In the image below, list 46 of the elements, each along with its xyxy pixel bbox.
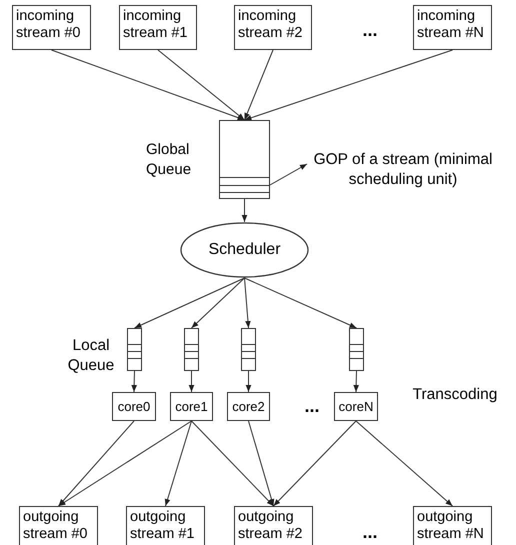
arrow xyxy=(246,370,252,392)
arrow xyxy=(248,420,274,506)
arrow xyxy=(164,420,192,506)
stream-box: incoming stream #1 xyxy=(119,5,197,50)
queue-drawing xyxy=(184,328,199,371)
arrow xyxy=(356,420,453,506)
stream-box: outgoing stream #N xyxy=(413,506,492,545)
stream-box: outgoing stream #2 xyxy=(234,506,313,545)
stream-box: incoming stream #2 xyxy=(234,5,312,50)
stream-box: incoming stream #0 xyxy=(12,5,91,50)
ellipsis: ... xyxy=(361,522,378,542)
arrow xyxy=(191,420,274,506)
arrow xyxy=(188,370,194,392)
arrow xyxy=(191,278,245,328)
queue-drawing xyxy=(349,328,364,371)
core-box: core0 xyxy=(112,392,156,421)
arrow xyxy=(131,370,137,392)
arrow xyxy=(244,50,274,120)
arrow xyxy=(273,420,356,506)
arrow xyxy=(244,50,453,120)
arrow xyxy=(58,420,134,506)
arrow xyxy=(158,50,245,120)
annotation-text: Local Queue xyxy=(66,336,116,376)
arrow xyxy=(58,420,192,506)
core-box: core2 xyxy=(227,392,270,421)
arrow xyxy=(244,278,251,328)
stream-box: outgoing stream #0 xyxy=(19,506,98,545)
arrow xyxy=(51,50,245,120)
queue-drawing xyxy=(127,328,142,371)
arrow xyxy=(353,370,359,392)
scheduler-ellipse: Scheduler xyxy=(180,222,309,278)
core-box: coreN xyxy=(334,392,378,421)
queue-label: Global Queue xyxy=(146,140,192,180)
stream-box: incoming stream #N xyxy=(413,5,492,50)
core-box: core1 xyxy=(170,392,213,421)
arrow xyxy=(242,198,248,222)
arrow xyxy=(244,278,357,328)
ellipsis: ... xyxy=(361,20,378,40)
queue-drawing xyxy=(219,120,270,199)
arrow xyxy=(134,278,245,328)
stream-box: outgoing stream #1 xyxy=(126,506,205,545)
annotation-text: Transcoding xyxy=(412,385,498,405)
ellipsis: ... xyxy=(303,396,320,416)
leader-line xyxy=(270,164,308,186)
note-text: GOP of a stream (minimal scheduling unit) xyxy=(303,150,503,194)
queue-drawing xyxy=(241,328,256,371)
